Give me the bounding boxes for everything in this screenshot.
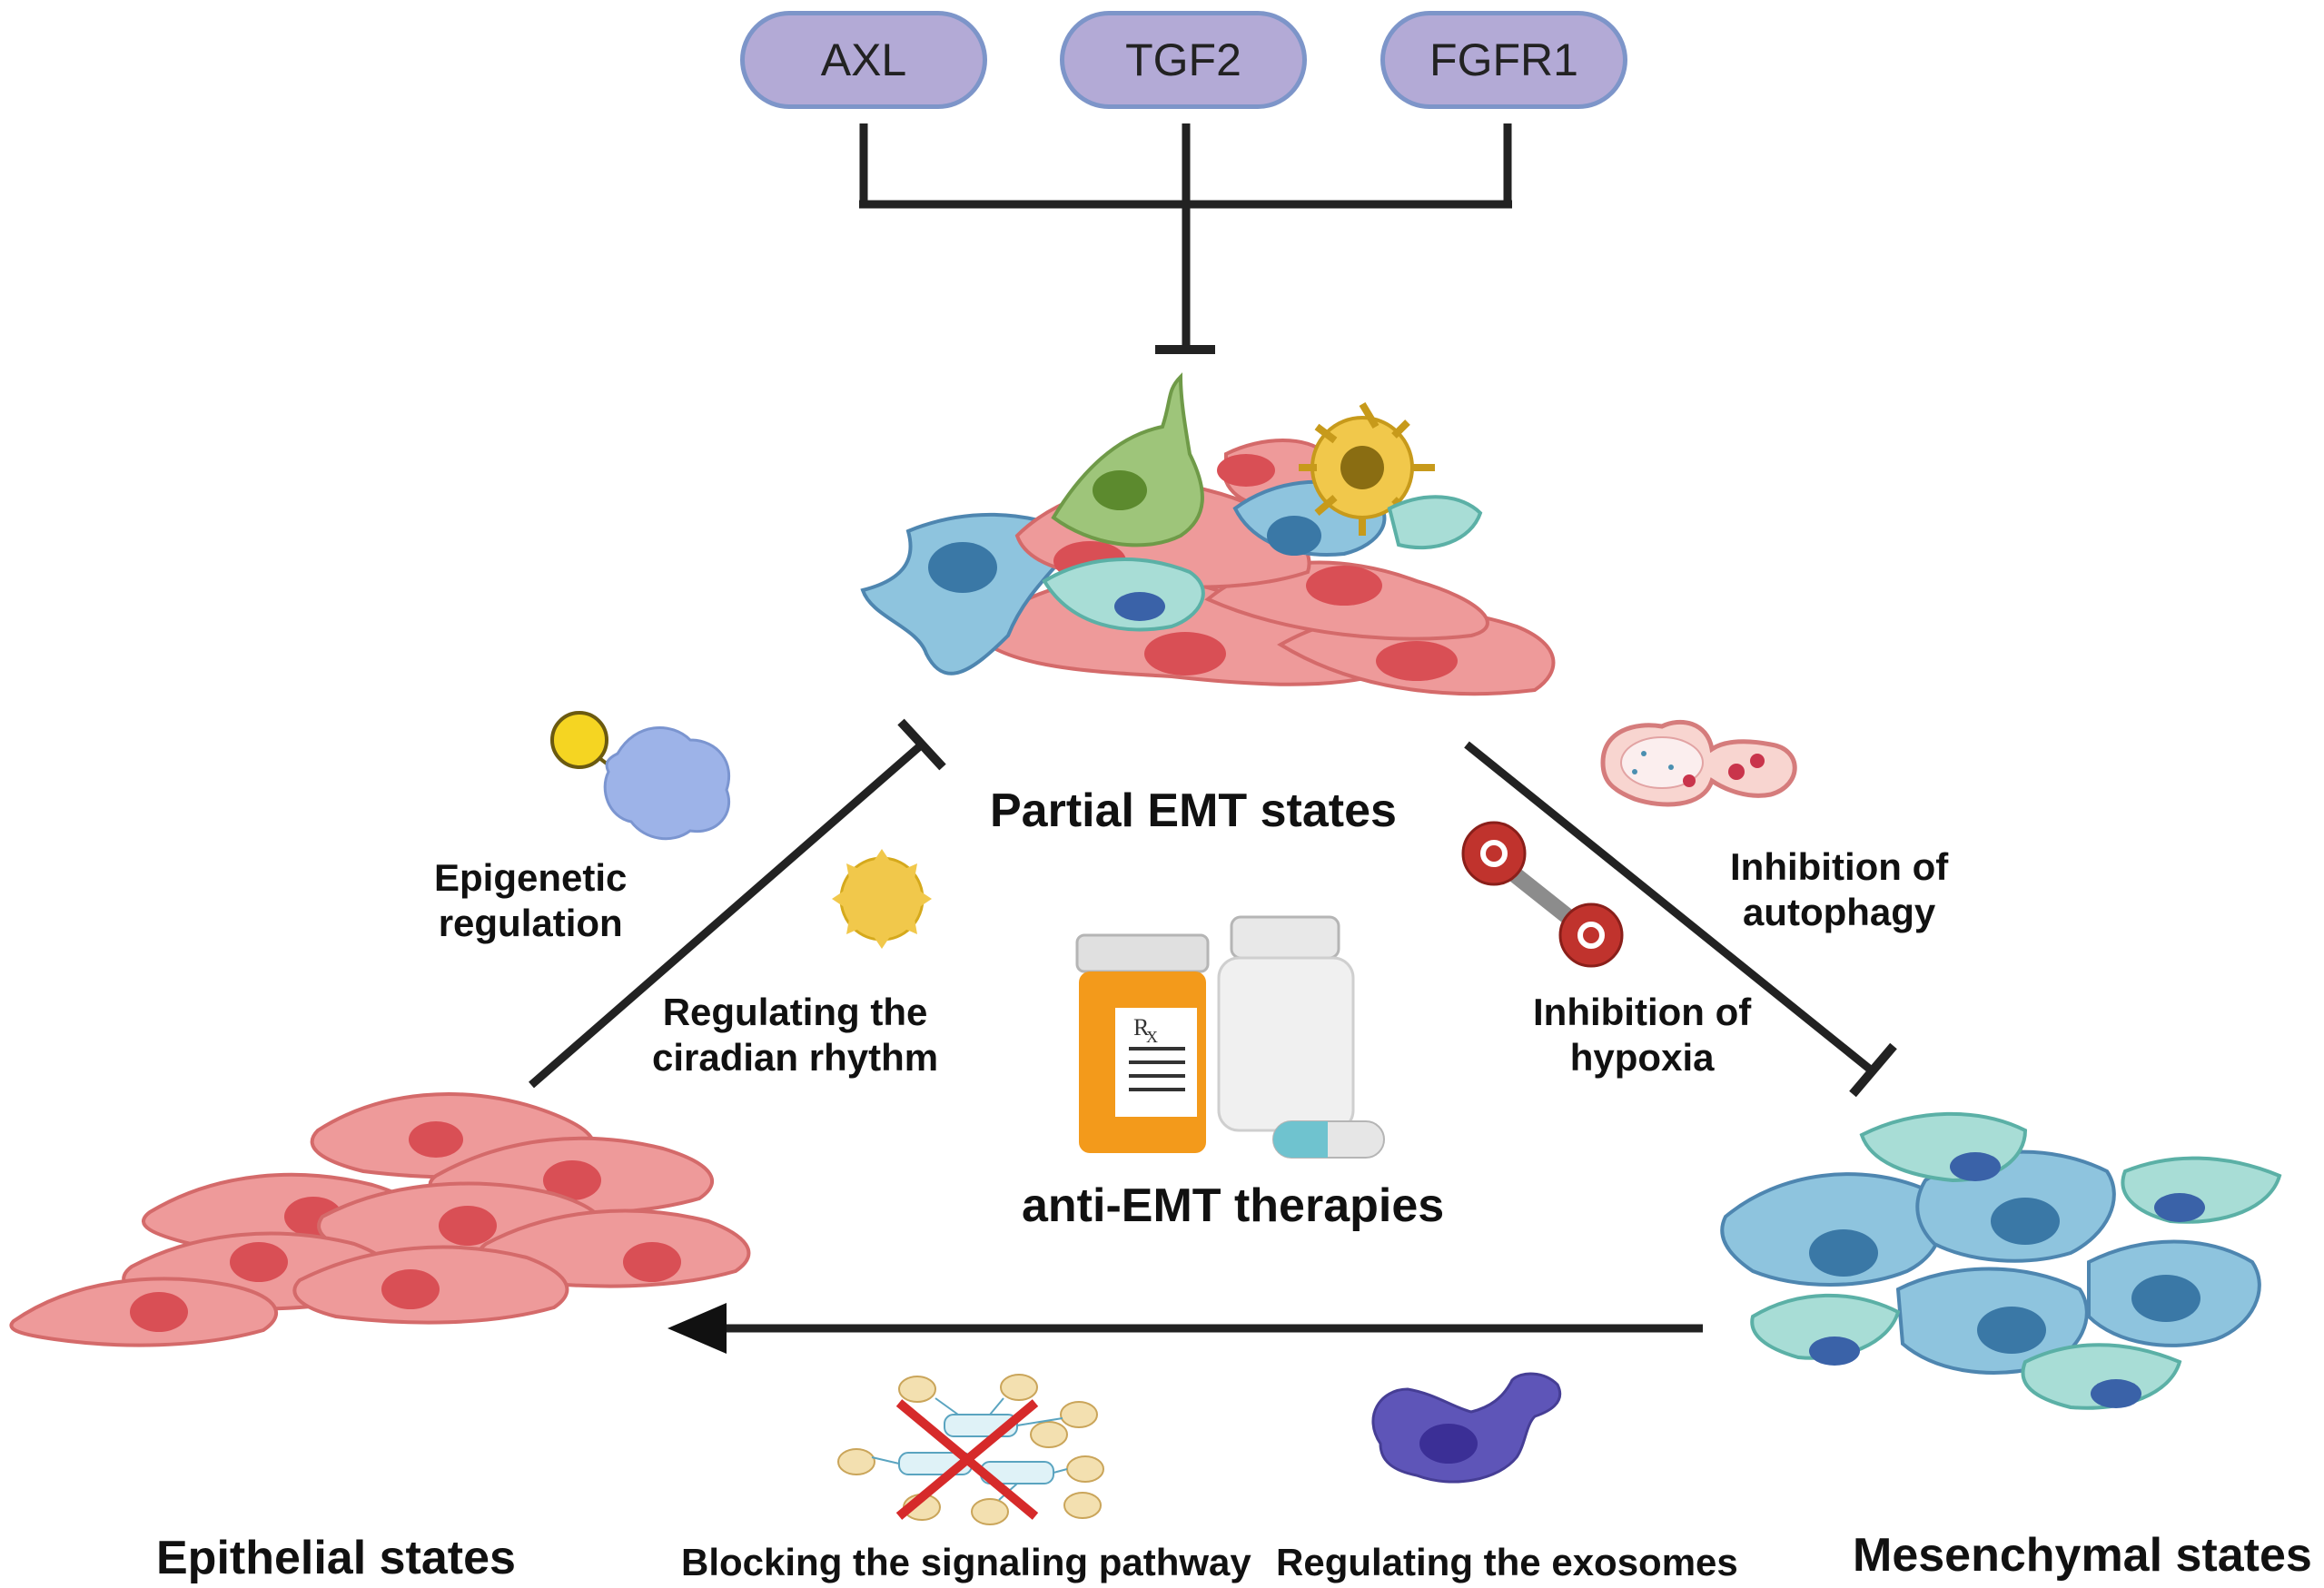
dendritic-cell [1299, 401, 1435, 536]
protein-cluster-icon [550, 711, 731, 841]
autophagy-label: Inhibition of autophagy [1730, 845, 1949, 934]
partial-emt-cell-cluster [860, 372, 1556, 696]
receptor-fgfr1-label: FGFR1 [1429, 35, 1578, 85]
receptor-tgf2-label: TGF2 [1125, 35, 1241, 85]
anti-emt-label: anti-EMT therapies [1022, 1179, 1445, 1232]
signaling-network-icon [837, 1374, 1104, 1525]
circadian-label: Regulating the ciradian rhythm [652, 991, 939, 1080]
receptor-connector [859, 123, 1512, 354]
signaling-label: Blocking the signaling pathway [681, 1541, 1251, 1583]
inhibit-line-left [529, 718, 946, 1089]
receptor-fgfr1: FGFR1 [1380, 11, 1627, 109]
receptor-tgf2: TGF2 [1060, 11, 1307, 109]
hypoxia-label: Inhibition of hypoxia [1533, 991, 1752, 1080]
receptor-axl-label: AXL [820, 35, 907, 85]
mesenchymal-cell-cluster [1720, 1111, 2282, 1410]
fibroblast-cluster [1042, 495, 1483, 632]
autophagy-vesicle-icon [1600, 719, 1797, 807]
epithelial-label: Epithelial states [156, 1532, 516, 1584]
svg-text:X: X [1146, 1028, 1158, 1046]
mesenchymal-label: Mesenchymal states [1853, 1529, 2312, 1582]
svg-text:R: R [1133, 1014, 1150, 1041]
capsule-icon [1272, 1120, 1385, 1159]
sun-icon [832, 849, 932, 949]
partial-emt-label: Partial EMT states [990, 784, 1397, 837]
pill-bottle-icon: R X [1075, 915, 1355, 1153]
inhibit-line-right [1464, 741, 1897, 1098]
exosomes-label: Regulating the exosomes [1276, 1541, 1738, 1583]
epigenetic-label: Epigenetic regulation [434, 856, 628, 945]
exosome-cell-icon [1371, 1372, 1561, 1484]
oxygen-molecule-icon [1461, 821, 1624, 968]
epithelial-cell-cluster [9, 1092, 751, 1347]
arrow-bottom [668, 1303, 1703, 1354]
receptor-axl: AXL [740, 11, 987, 109]
